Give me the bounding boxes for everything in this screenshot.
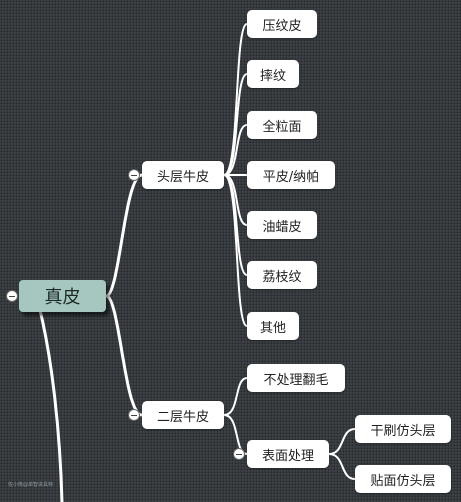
branch-node-surface-treatment[interactable]: 表面处理 (247, 440, 329, 468)
leaf-node-untreated-suede[interactable]: 不处理翻毛 (247, 364, 345, 392)
leaf-node-tumbled[interactable]: 摔纹 (247, 60, 299, 88)
leaf-node-flat-nappa[interactable]: 平皮/纳帕 (247, 161, 335, 189)
split-grain-collapse-toggle[interactable] (128, 409, 140, 421)
leaf-node-embossed[interactable]: 压纹皮 (247, 10, 317, 38)
root-collapse-toggle[interactable] (6, 290, 18, 302)
leaf-node-full-grain[interactable]: 全粒面 (247, 111, 317, 139)
leaf-node-litchi-grain[interactable]: 荔枝纹 (247, 261, 317, 289)
watermark-text: 佐小熊@单智讲具特 (8, 482, 54, 488)
surface-treatment-collapse-toggle[interactable] (233, 448, 245, 460)
branch-node-split-grain[interactable]: 二层牛皮 (142, 401, 224, 429)
leaf-node-oil-wax[interactable]: 油蜡皮 (247, 211, 317, 239)
branch-node-top-grain[interactable]: 头层牛皮 (142, 161, 224, 189)
top-grain-collapse-toggle[interactable] (128, 169, 140, 181)
leaf-node-laminated[interactable]: 贴面仿头层 (355, 465, 451, 493)
leaf-node-dry-brush[interactable]: 干刷仿头层 (355, 415, 451, 443)
leaf-node-other[interactable]: 其他 (247, 312, 299, 340)
root-node[interactable]: 真皮 (19, 280, 106, 312)
